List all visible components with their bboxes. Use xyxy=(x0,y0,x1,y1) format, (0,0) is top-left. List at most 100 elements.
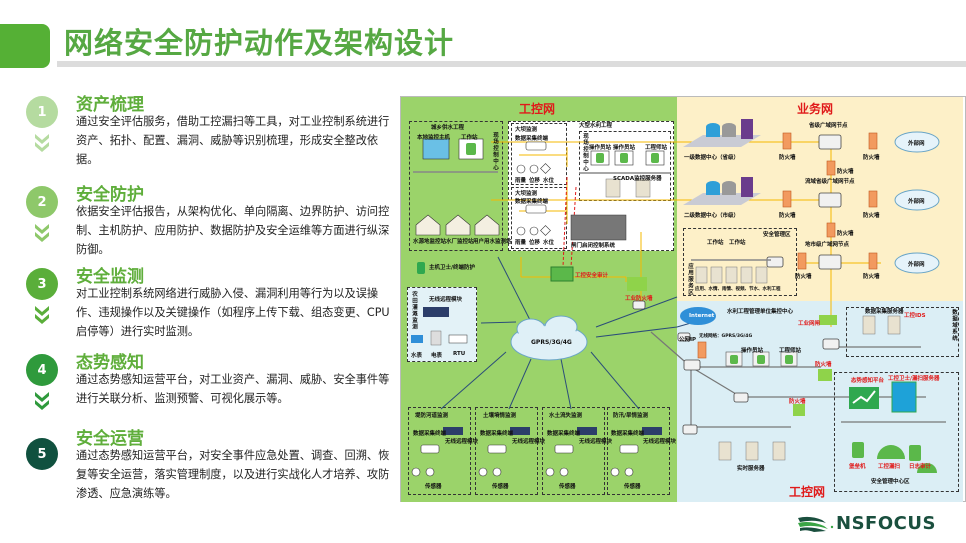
server-icon xyxy=(725,266,738,284)
log-audit-label: 日志审计 xyxy=(909,464,932,470)
dc1-label: 一级数据中心（省级） xyxy=(684,155,740,161)
server-icon xyxy=(710,266,723,284)
dam-monitor-title: 大坝监测 xyxy=(515,127,538,133)
ics-audit-icon xyxy=(550,266,574,282)
switch-icon xyxy=(766,256,784,268)
gate-control-label: 闸门启闭控制系统 xyxy=(571,243,616,249)
step-number-badge: 4 xyxy=(26,354,58,386)
brand-name: NSFOCUS xyxy=(836,513,936,534)
nsfocus-flag-icon xyxy=(798,516,834,532)
firewall-icon xyxy=(797,252,807,270)
local-monitor-host-icon xyxy=(422,138,450,160)
sensor-label: 位移 xyxy=(529,240,541,246)
firewall-icon xyxy=(868,190,878,208)
switch-icon xyxy=(818,192,842,208)
engineer-station-label: 工程师站 xyxy=(645,145,668,151)
step-description: 对工业控制系统网络进行威胁入侵、漏洞利用等行为以及误操作、违规操作以及关键操作（… xyxy=(76,287,390,338)
server-icon xyxy=(740,266,753,284)
scada-label: SCADA监控服务器 xyxy=(613,176,662,182)
farm-irrigation-box xyxy=(407,287,477,362)
firewall-label: 防火墙 xyxy=(795,274,812,280)
firewall-icon xyxy=(782,190,792,208)
firewall-label: 防火墙 xyxy=(837,169,854,175)
data-terminal-label: 数据采集终端 xyxy=(515,199,549,205)
scada-server-icon xyxy=(635,178,651,198)
firewall-icon xyxy=(782,132,792,150)
step-title: 资产梳理 xyxy=(76,95,144,115)
ics-vuln-server-label: 工控卫士/漏扫服务器 xyxy=(888,376,940,382)
data-zone-box xyxy=(846,307,959,357)
log-audit-icon xyxy=(909,445,921,461)
step-title: 安全防护 xyxy=(76,185,144,205)
external-cloud-icon xyxy=(894,131,940,153)
local-host-label: 本地监控主机 xyxy=(417,135,451,141)
internet-label: Internet xyxy=(689,313,715,319)
sensor-label: 传感器 xyxy=(425,484,442,490)
data-server-label: 数据采集服务器 xyxy=(865,309,904,315)
ics-zone-label-bottom: 工控网 xyxy=(789,485,826,499)
province-node-label: 省级广域网节点 xyxy=(809,123,848,129)
network-architecture-diagram: 工控网 业务网 工控网 城乡供水工程 本地监控主机 工作站 现场控制中心 水源地… xyxy=(400,96,966,502)
step-number-badge: 2 xyxy=(26,186,58,218)
module-label: 无线远程模块 xyxy=(579,439,613,445)
title-accent-block xyxy=(0,24,50,68)
power-meter-label: 电表 xyxy=(431,353,443,359)
step-number-badge: 5 xyxy=(26,438,58,470)
server-icon xyxy=(755,266,768,284)
site-label: 用户用水监测站 xyxy=(473,239,512,245)
collector-label: 数据采集终端 xyxy=(611,431,645,437)
host-guard-icon xyxy=(417,262,425,274)
firewall-icon xyxy=(868,132,878,150)
wireless-network-label: 无线网络：GPRS/3G/4G xyxy=(699,334,753,339)
title-underline xyxy=(57,61,966,67)
module-label: 无线远程模块 xyxy=(445,439,479,445)
step-description: 通过态势感知运营平台，对工业资产、漏洞、威胁、安全事件等进行关联分析、监测预警、… xyxy=(76,373,390,405)
pump-station-icon xyxy=(474,214,500,236)
monitor-title: 土壤墒情监测 xyxy=(483,413,517,419)
ics-audit-label: 工控安全审计 xyxy=(575,273,609,279)
firewall-label: 防火墙 xyxy=(779,213,796,219)
sensor-label: 位移 xyxy=(529,178,541,184)
step-number-badge: 3 xyxy=(26,268,58,300)
collector-label: 数据采集终端 xyxy=(480,431,514,437)
chevron-down-icon xyxy=(35,306,49,324)
data-zone-label: 数据域系统 xyxy=(951,309,957,342)
collector-label: 数据采集终端 xyxy=(413,431,447,437)
dam-monitor-1-box xyxy=(511,123,567,185)
external-cloud-icon xyxy=(894,189,940,211)
sensor-label: 水位 xyxy=(543,240,555,246)
industrial-firewall-icon xyxy=(627,277,647,291)
operator-station-label: 操作员站 xyxy=(741,348,764,354)
ics-vuln-scan-label: 工控漏扫 xyxy=(878,464,901,470)
external-network-label: 外部网 xyxy=(908,199,925,205)
firewall-label: 防火墙 xyxy=(815,362,832,368)
server-icon xyxy=(718,441,732,461)
switch-icon xyxy=(818,254,842,270)
module-label: 无线远程模块 xyxy=(512,439,546,445)
security-center-box xyxy=(834,372,959,492)
workstation-label: 工作站 xyxy=(707,240,724,246)
pump-station-icon xyxy=(445,214,471,236)
large-project-title: 大型水利工程 xyxy=(579,123,613,129)
step-description: 通过态势感知运营平台，对安全事件应急处置、调查、回溯、恢复等安全运营，落实管理制… xyxy=(76,449,390,500)
dam-monitor-2-box xyxy=(511,187,567,249)
firewall-label: 防火墙 xyxy=(789,399,806,405)
switch-icon xyxy=(682,424,698,435)
nsfocus-logo: NSFOCUS xyxy=(796,513,936,534)
monitor-box-4 xyxy=(607,407,670,495)
monitor-title: 防汛/旱情监测 xyxy=(613,413,649,419)
industrial-firewall-label: 工业防火墙 xyxy=(625,296,653,302)
sensor-label: 雨量 xyxy=(515,178,527,184)
city-node-label: 地市级广域网节点 xyxy=(805,242,850,248)
rtu-icon xyxy=(448,334,468,344)
internet-cloud-icon xyxy=(680,307,716,325)
data-terminal-icon xyxy=(525,141,547,151)
workstation-label: 工作站 xyxy=(729,240,746,246)
real-time-server-label: 实时服务器 xyxy=(737,466,765,472)
ics-ids-label: 工控IDS xyxy=(904,313,926,319)
dc2-label: 二级数据中心（市级） xyxy=(684,213,740,219)
chevron-down-icon xyxy=(35,224,49,242)
firewall-icon xyxy=(868,252,878,270)
app-zone-label: 应用服务区 xyxy=(687,263,693,296)
